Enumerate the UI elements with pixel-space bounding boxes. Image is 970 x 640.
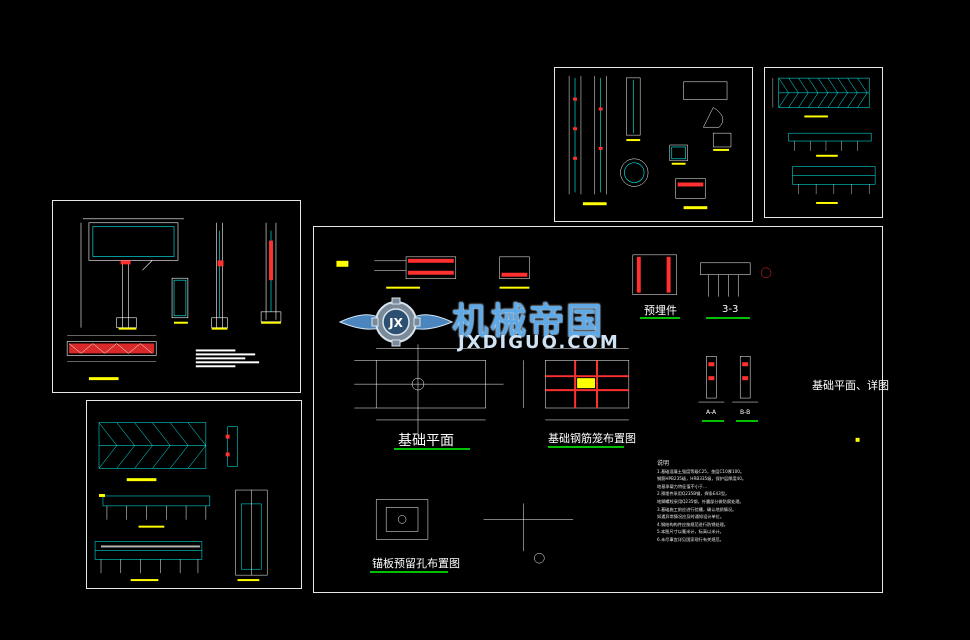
section-b-b-label: B-B [740,409,751,416]
billboard-elevation-drawing [66,218,282,381]
notes-line: 3.基础施工前应进行验槽，确认地质情况。 [657,506,737,512]
section-a-a-underline [702,420,724,422]
notes-line: 4.钢结构构件应按规范进行防锈处理。 [657,521,728,527]
notes-line: 1.基础混凝土强度等级C25，垫层C10厚100。 [657,468,745,474]
notes-line: 地脚螺栓采用Q235钢，外露部分做防腐处理。 [657,498,744,504]
foundation-rebar-underline [548,446,624,448]
drawing-sheet-foundation: 基础平面 基础钢筋笼布置图 预埋件 3-3 基础平面、详图 A-A B-B 锚板… [313,226,889,593]
notes-line: 地基承载力特征值不小于... [657,483,708,489]
section-a-a-label: A-A [706,409,717,416]
foundation-drawing [336,254,860,564]
anchor-plate-title: 锚板预留孔布置图 [372,557,460,570]
drawing-sheet-column-details [554,67,753,222]
notes-line: 5.本图尺寸以毫米计，标高以米计。 [657,529,724,535]
notes-line: 如遇异常情况应及时通知设计单位。 [657,514,725,520]
general-notes: 说明 1.基础混凝土强度等级C25，垫层C10厚100。 钢筋HPB235级，H… [657,460,817,544]
notes-line: 6.未尽事宜详见国家现行有关规范。 [657,536,724,542]
watermark-logo: JX 机械帝国 JXDIGUO.COM [336,288,636,358]
foundation-detail-title: 基础平面、详图 [812,379,889,392]
embedded-parts-title: 预埋件 [644,304,677,317]
truss-drawing [772,77,876,204]
drawing-sheet-truss [764,67,883,218]
section-3-3-title: 3-3 [722,304,739,315]
foundation-plan-underline [394,448,470,450]
drawing-sheet-steel-frame [86,400,302,589]
notes-line: 钢筋HPB235级，HRB335级，保护层厚度40。 [657,476,747,482]
badge-text: JX [388,316,403,330]
notes-line: 2.预埋件采用Q235B钢，焊条E43型。 [657,491,730,497]
winged-gear-icon: JX [338,297,454,347]
drawing-sheet-billboard-elevation [52,200,301,393]
foundation-plan-title: 基础平面 [398,433,454,449]
notes-heading: 说明 [657,460,670,467]
steel-frame-drawing [94,422,268,582]
section-b-b-underline [736,420,758,422]
anchor-plate-underline [370,571,448,573]
embedded-parts-underline [640,317,680,319]
foundation-rebar-title: 基础钢筋笼布置图 [548,432,636,445]
watermark-domain: JXDIGUO.COM [458,332,620,353]
column-details-drawing [568,75,732,210]
section-3-3-underline [706,317,750,319]
watermark-title: 机械帝国 [452,301,605,342]
